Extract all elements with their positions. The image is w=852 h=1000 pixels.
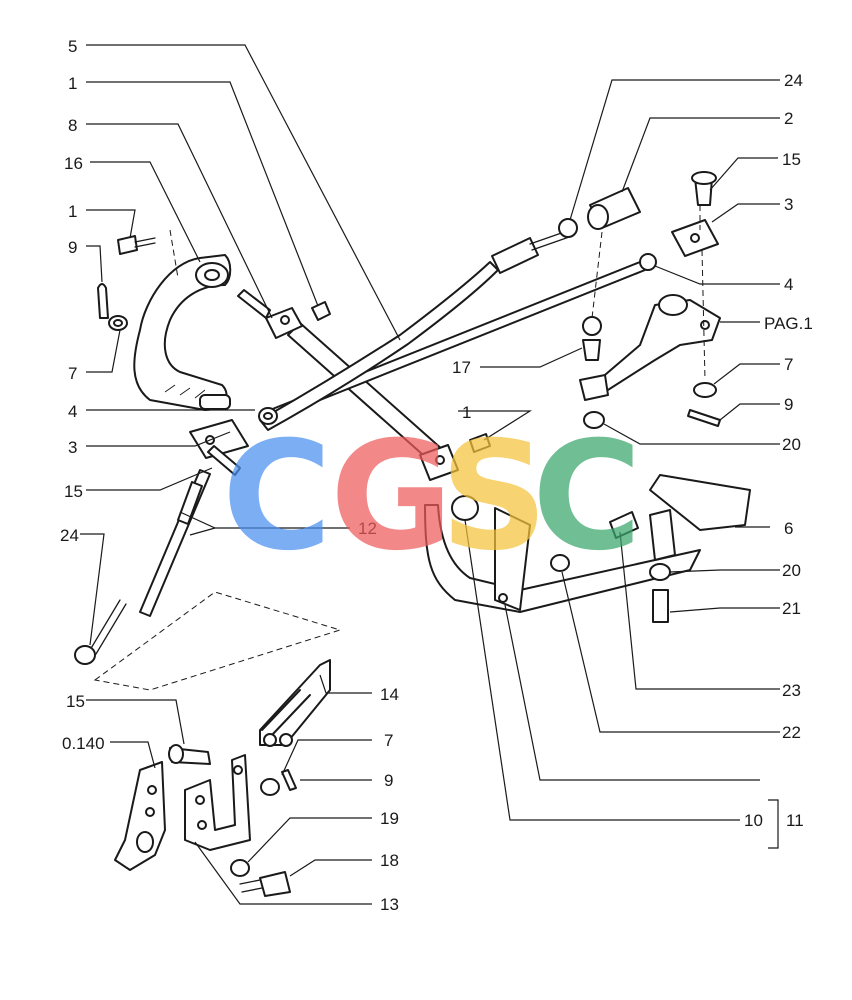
callout-24: 24 [784,71,803,90]
pin-9-left [97,283,109,319]
callout-7: 7 [68,364,77,383]
washer-7-lower [260,778,280,796]
bolt-18 [259,871,291,897]
rod-thread [89,599,127,655]
pin-9-right [687,409,721,427]
screw-23 [609,511,639,539]
callout-11: 11 [786,811,804,830]
pin-15-left [207,445,241,476]
callout-9: 9 [384,771,393,790]
washer-19 [230,859,250,877]
callout-12: 12 [358,519,377,538]
callout-8: 8 [68,116,77,135]
callout-2: 2 [784,109,793,128]
callout-4: 4 [784,275,793,294]
callout-13: 13 [380,895,399,914]
callout-15: 15 [64,482,83,501]
washer-7-right [693,382,717,398]
bolt-1-right [469,433,491,453]
callout-pag1: PAG.1 [764,314,813,333]
callout-3: 3 [68,438,77,457]
callout-19: 19 [380,809,399,828]
callout-23: 23 [782,681,801,700]
callout-14: 14 [380,685,399,704]
right-pedal-tube [424,504,701,613]
pin-9-lower [281,769,297,791]
watermark-letter-s: S [440,410,548,584]
bellcrank [584,299,721,396]
callout-18: 18 [380,851,399,870]
yoke-3-left [189,419,249,459]
callout-3: 3 [784,195,793,214]
nut-20-right [649,563,671,581]
pedal-pad-6 [649,474,751,531]
watermark-logo: C G S C [222,410,642,584]
callout-6: 6 [784,519,793,538]
callout-1: 1 [68,74,77,93]
watermark-letter-c2: C [532,410,642,584]
cable-sleeve [491,237,539,274]
callout-labels: 5 1 8 16 1 9 7 4 3 15 24 12 15 0.140 14 … [60,37,813,914]
callout-20: 20 [782,435,801,454]
callout-1: 1 [462,403,471,422]
parts-drawing [74,171,751,897]
callout-22: 22 [782,723,801,742]
bracket-0140 [114,761,166,871]
callout-15: 15 [782,150,801,169]
callout-24: 24 [60,526,79,545]
callout-1: 1 [68,202,77,221]
callout-7: 7 [384,731,393,750]
callout-20: 20 [782,561,801,580]
ball-joint-17 [582,339,601,361]
callout-5: 5 [68,37,77,56]
nut-20-mid [583,411,605,429]
nut-24-right [558,218,578,238]
left-pedal-arm [133,254,232,411]
callout-15: 15 [66,692,85,711]
nut-4-right [639,253,657,271]
callout-0140: 0.140 [62,734,105,753]
fork-14 [259,659,331,746]
relation-outline [93,591,342,691]
callout-4: 4 [68,402,77,421]
callout-16: 16 [64,154,83,173]
leader-lines [80,44,780,905]
bolt-1-left [117,235,138,255]
callout-9: 9 [784,395,793,414]
pedal-lever [494,507,531,611]
bolt-1-upper [311,301,331,321]
watermark-letter-g: G [330,410,453,584]
watermark-letter-c1: C [222,410,332,584]
callout-21: 21 [782,599,801,618]
callout-7: 7 [784,355,793,374]
callout-9: 9 [68,238,77,257]
nut-24-left [74,645,96,665]
bolt-21 [652,589,669,623]
washer-22 [550,554,570,572]
pedal-support [649,509,676,561]
callout-10: 10 [744,811,763,830]
callout-17: 17 [452,358,471,377]
